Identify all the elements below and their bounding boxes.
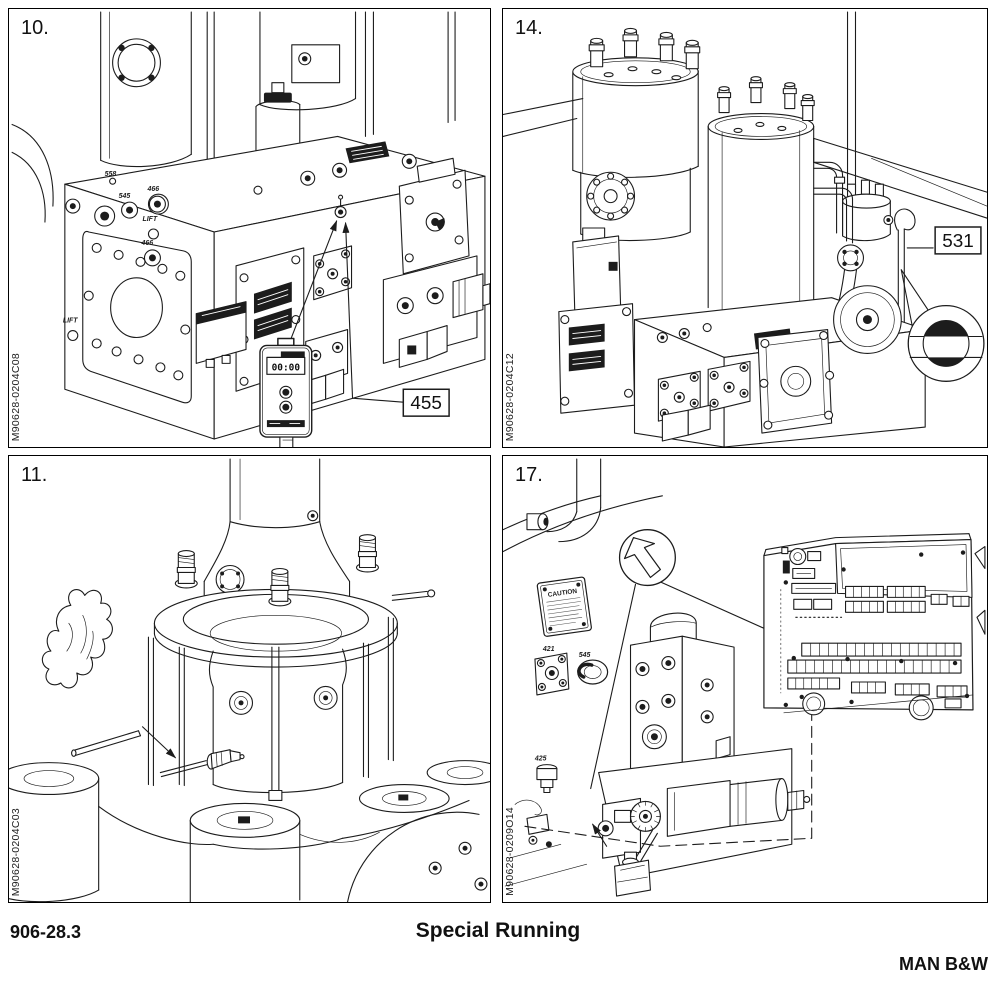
tie-rods-and-spindle [147, 616, 394, 802]
io-connectors [781, 547, 843, 618]
hydraulic-cylinder-right [259, 11, 357, 111]
hydraulic-cylinder-left [100, 11, 192, 168]
pressure-test-timer-device: 00:00 [259, 337, 313, 447]
svg-text:531: 531 [942, 231, 974, 252]
exhaust-valve-illustration [9, 458, 490, 902]
top-plate [291, 44, 341, 84]
valve-top-flange [153, 588, 398, 668]
terminal-strips-main [787, 642, 962, 674]
top-face-fittings [253, 141, 442, 195]
solenoid-valve-left [572, 227, 622, 313]
page-title: Special Running [415, 919, 581, 942]
svg-text:466: 466 [140, 240, 153, 247]
mounting-wing-bottom [976, 609, 986, 635]
small-valve-blocks [305, 245, 353, 406]
cable-plug [614, 851, 651, 897]
valve-block-left [558, 303, 636, 414]
mounting-dots [783, 550, 970, 708]
hcu-side-illustration: 531 [503, 11, 987, 447]
stud-bolts [588, 27, 701, 70]
valve-spindle-housing [203, 458, 351, 608]
svg-text:558: 558 [105, 171, 117, 178]
panel-number: 14. [515, 17, 543, 39]
photo-id-label: M90628-0204C12 [504, 352, 516, 441]
pointer-arrow [592, 823, 608, 847]
svg-text:455: 455 [410, 393, 442, 414]
panel-number: 17. [515, 464, 543, 486]
engine-structure-curves [503, 458, 663, 553]
hydraulic-hoses [11, 123, 54, 223]
engine-top-bosses [9, 760, 490, 902]
hcu-front-illustration: 558 545 466 466 LIFT LIFT [11, 11, 490, 447]
figure-panel-17: 17. M90628-0209O14 [502, 455, 988, 903]
part-number-marks: 421 545 425 [534, 646, 609, 794]
orifice-plug-fitting [159, 749, 245, 778]
svg-text:466: 466 [146, 186, 159, 193]
valve-cluster [657, 360, 751, 442]
vertical-pipes [846, 11, 857, 193]
pin-rod-tool [71, 730, 142, 757]
direction-arrow-symbol [618, 529, 676, 587]
pulley-end [833, 285, 902, 354]
panel-number: 10. [21, 17, 49, 39]
main-valve-block [629, 612, 735, 778]
brand-logo-text: MAN B&W [899, 954, 988, 974]
accumulator-left [572, 27, 701, 242]
pipe-flange-disc [586, 171, 636, 221]
pin-detail-circle [907, 304, 985, 382]
control-system-illustration: CAUTION 421 545 425 [503, 458, 986, 897]
photo-id-label: M90628-0209O14 [504, 807, 516, 896]
solenoid-valve-assembly [382, 255, 490, 368]
svg-text:545: 545 [579, 652, 591, 659]
part-number-marks: 558 545 466 466 LIFT LIFT [63, 171, 166, 342]
panel-number: 11. [21, 464, 48, 486]
knurled-knob [629, 800, 661, 832]
figure-panel-10: 10. M90628-0204C08 [8, 8, 491, 448]
tie-rods [206, 11, 456, 167]
figure-panel-14: 14. M90628-0204C12 [502, 8, 988, 448]
adjusting-valve-assembly [597, 748, 811, 879]
callout-531: 531 [934, 226, 982, 255]
figure-panel-11: 11. M90628-0204C03 [8, 455, 491, 903]
svg-text:425: 425 [534, 756, 547, 763]
photo-id-label: M90628-0204C08 [10, 352, 22, 441]
callout-455: 455 [402, 388, 450, 417]
caution-plate: CAUTION [536, 576, 592, 637]
valve-body [208, 648, 347, 794]
mounting-plate [82, 230, 192, 404]
stud-bolts [717, 76, 815, 122]
photo-id-label: M90628-0204C03 [10, 807, 22, 896]
test-nipple [334, 194, 347, 219]
svg-text:LIFT: LIFT [63, 318, 78, 325]
cable-route-dashed [524, 708, 813, 847]
svg-text:LIFT: LIFT [142, 216, 157, 223]
svg-text:545: 545 [119, 193, 131, 200]
capped-valve-block [398, 157, 470, 275]
pointer-arrows [286, 220, 404, 403]
section-number: 906-28.3 [10, 922, 82, 942]
caution-text: CAUTION [547, 588, 577, 599]
control-terminal-box [763, 533, 986, 721]
junction-box [195, 301, 247, 368]
terminal-strips-lower [787, 677, 968, 698]
flange-plate [757, 328, 835, 434]
mounting-wing-top [974, 546, 986, 570]
timer-display: 00:00 [272, 362, 301, 373]
accumulator-center [707, 76, 815, 310]
flange-studs [174, 534, 436, 607]
relay-sockets [802, 692, 962, 721]
svg-text:421: 421 [542, 646, 555, 653]
terminal-strips-upper [845, 585, 970, 613]
cleaning-rag [41, 589, 113, 689]
misc-fittings-left [504, 799, 588, 887]
pointer-arrow [141, 726, 177, 759]
small-accumulator [842, 179, 894, 242]
